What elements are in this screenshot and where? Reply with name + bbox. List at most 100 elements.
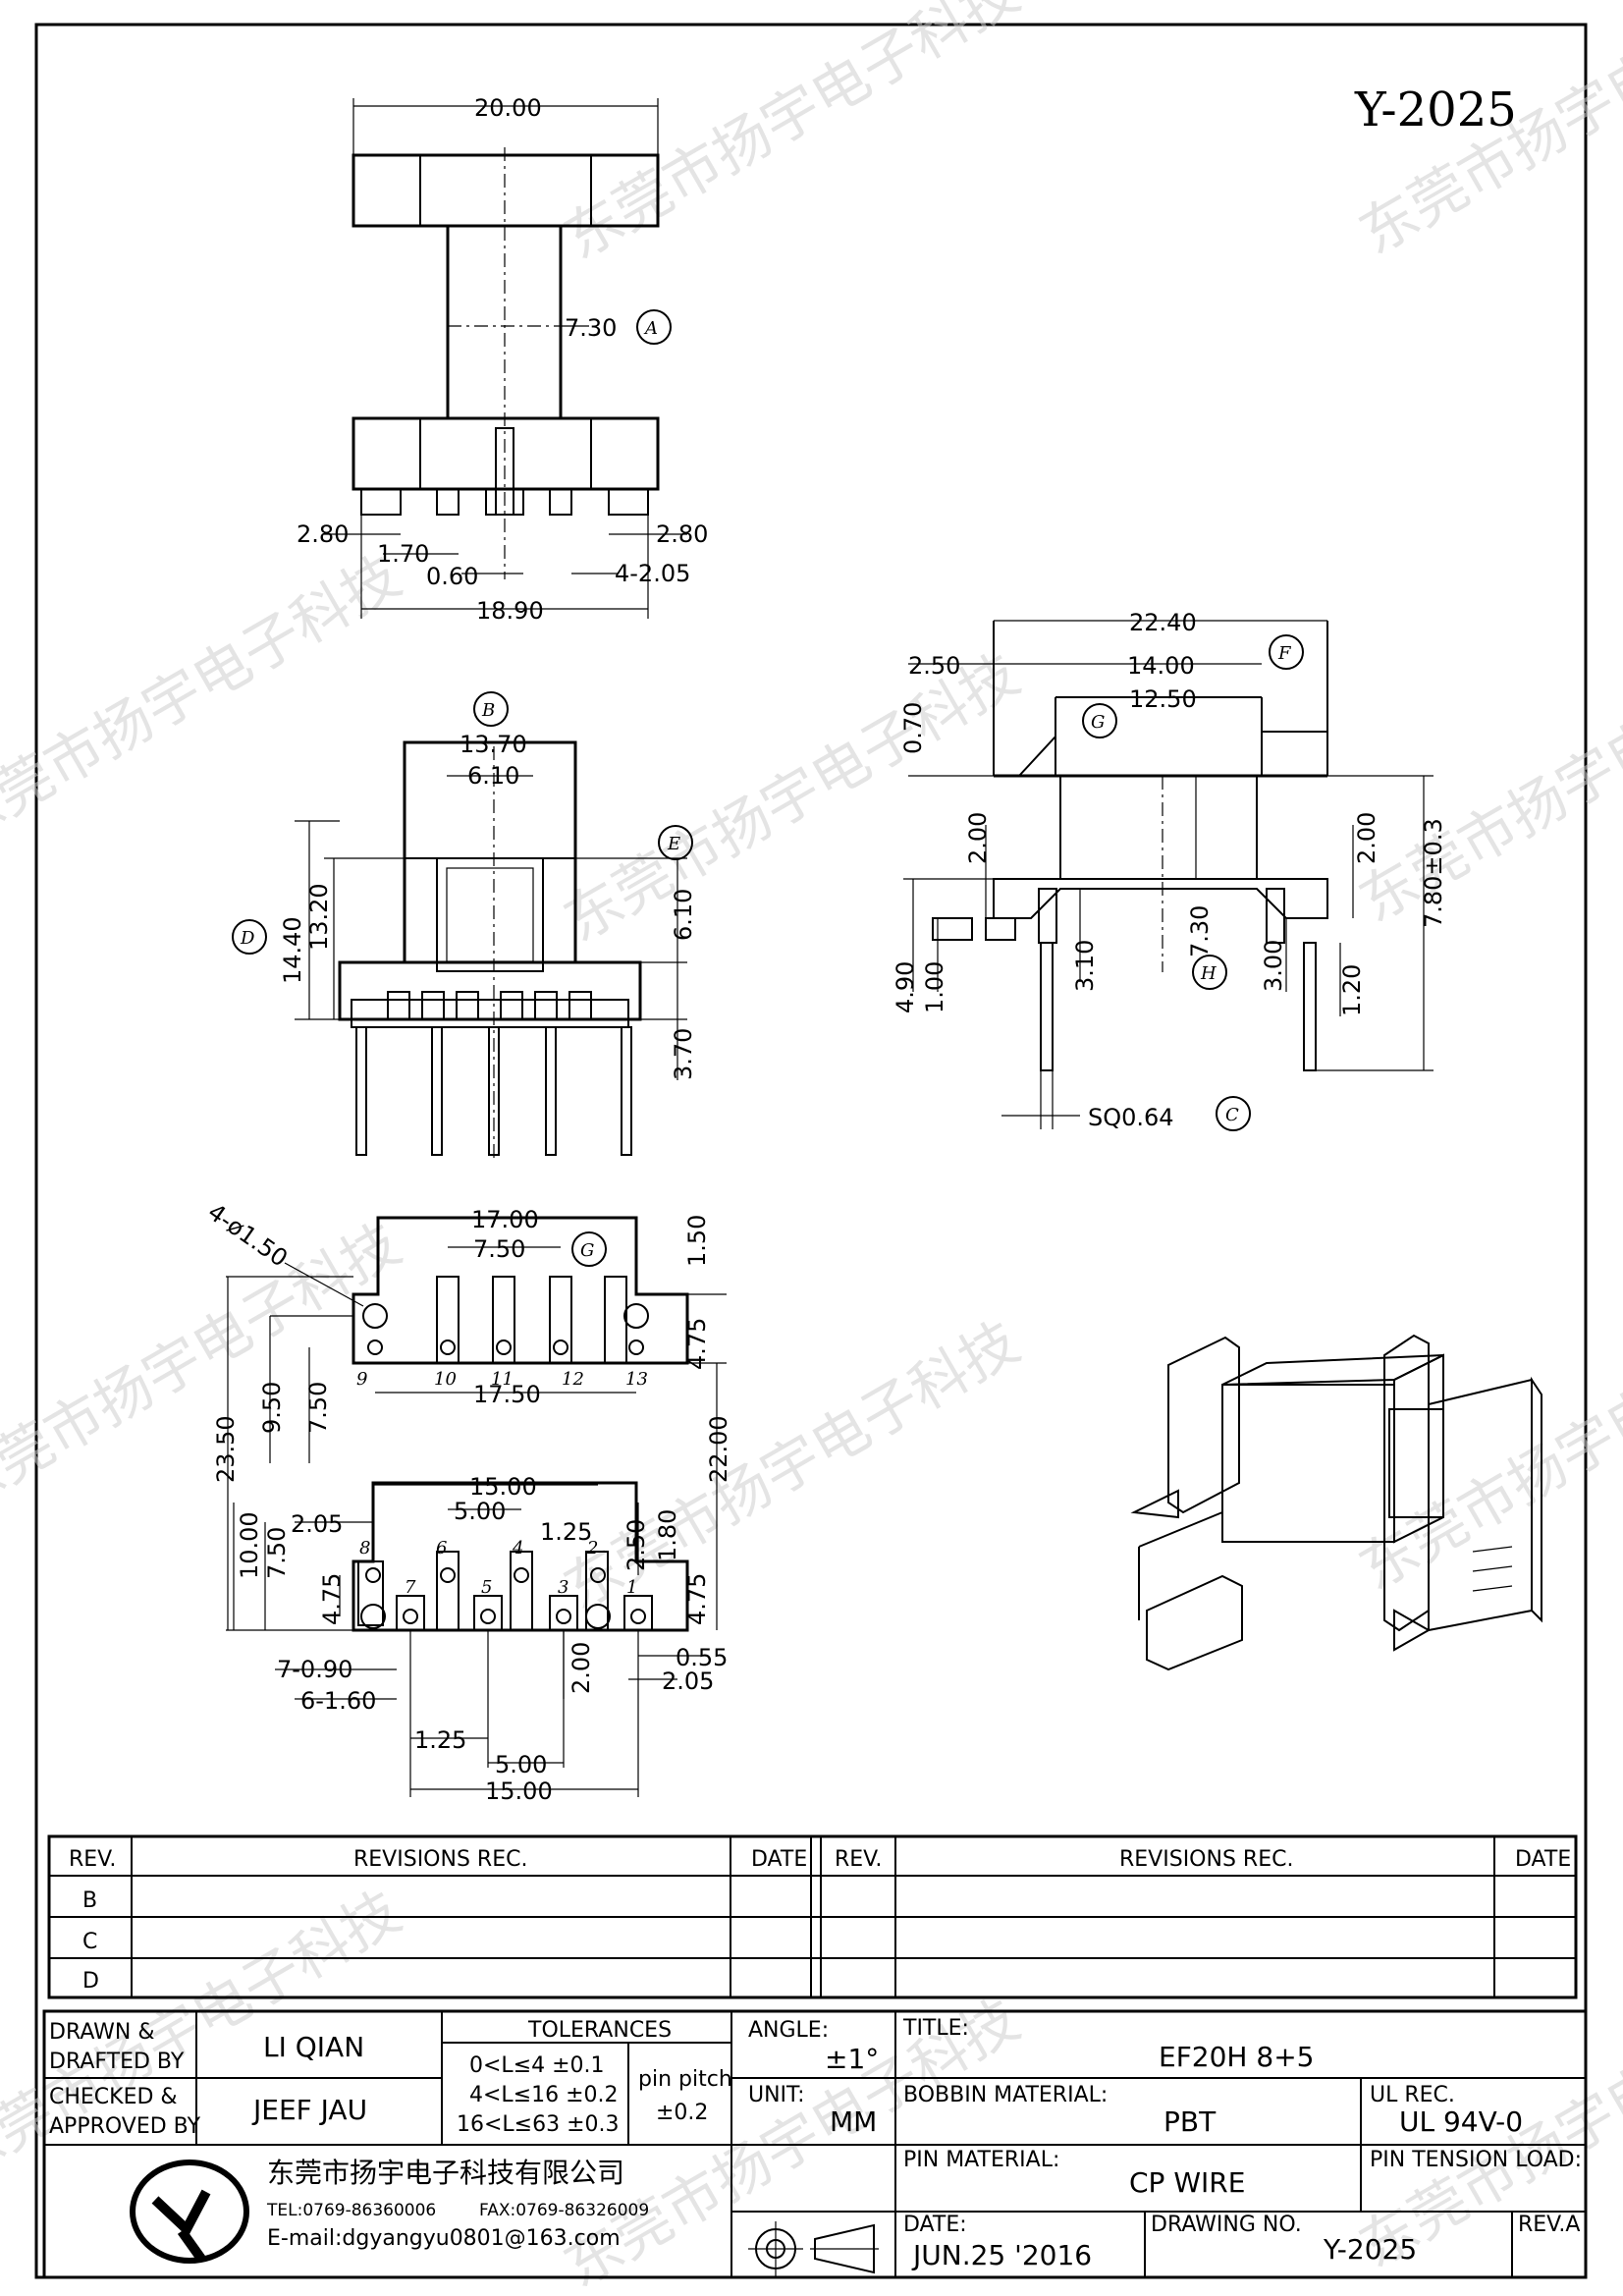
top-view: 20.00 7.30 A 18.90 2.80 2.80 1.70 0.60 4…	[297, 94, 708, 625]
dim-label: 14.00	[1127, 652, 1195, 680]
pin-number: 5	[481, 1577, 492, 1598]
rev-row-label: D	[82, 1969, 99, 1994]
dim-label: 17.00	[471, 1206, 539, 1233]
dim-label: 7.50	[473, 1235, 525, 1263]
title-block: DRAWN & DRAFTED BY LI QIAN CHECKED & APP…	[42, 2009, 1588, 2279]
dim-label: 0.70	[899, 702, 927, 754]
dim-label: 15.00	[469, 1473, 537, 1501]
pin-number: 12	[562, 1369, 584, 1390]
dim-label: 17.50	[473, 1381, 541, 1408]
pin-number: 1	[626, 1577, 637, 1598]
callout-label: G	[580, 1240, 594, 1261]
dim-label: 22.40	[1129, 609, 1197, 636]
side-view: 22.40 F 2.50 14.00 12.50 G 0.70 2.00 2.0…	[892, 609, 1447, 1131]
dim-label: 1.00	[921, 961, 948, 1013]
tolerance-row: 16<L≤63 ±0.3	[457, 2112, 620, 2137]
tolerance-row: 4<L≤16 ±0.2	[469, 2083, 619, 2107]
pin-material-value: CP WIRE	[1129, 2166, 1245, 2199]
dim-label: 2.80	[297, 520, 349, 548]
pin-pitch-label: pin pitch	[638, 2067, 732, 2092]
date-header: DATE	[1515, 1847, 1571, 1872]
revision-table: REV. REVISIONS REC. DATE REV. REVISIONS …	[47, 1834, 1578, 1999]
rev-row-label: B	[82, 1888, 97, 1913]
dim-label: 1.20	[1338, 964, 1366, 1016]
unit-value: MM	[830, 2105, 877, 2138]
callout-label: C	[1225, 1105, 1239, 1125]
callout-label: D	[240, 928, 255, 949]
dim-label: 2.00	[568, 1642, 595, 1694]
callout-label: E	[667, 834, 680, 854]
dim-label: 4-ø1.50	[203, 1198, 293, 1273]
checked-label: CHECKED &	[49, 2085, 178, 2109]
drawing-no-value: Y-2025	[1323, 2233, 1417, 2266]
company-logo	[130, 2159, 249, 2264]
drafted-label: DRAFTED BY	[49, 2050, 185, 2074]
dim-label: 12.50	[1129, 685, 1197, 713]
company-email: E-mail:dgyangyu0801@163.com	[267, 2226, 621, 2251]
front-view: 13.70 B 6.10 14.40 13.20 D 6.10 E 3.70	[232, 691, 697, 1159]
approved-by-value: JEEF JAU	[251, 2094, 367, 2126]
dim-label: 3.00	[1260, 940, 1287, 992]
dim-label: 5.00	[495, 1751, 547, 1778]
callout-label: G	[1091, 712, 1105, 733]
dim-label: 7.80±0.3	[1420, 818, 1447, 928]
dim-label: 4.75	[318, 1573, 346, 1625]
date-header: DATE	[751, 1847, 807, 1872]
dim-label: 6.10	[467, 762, 519, 790]
dim-label: 20.00	[474, 94, 542, 122]
watermark: 东莞市扬宇电子科技	[1348, 621, 1623, 935]
dim-label: 10.00	[236, 1511, 263, 1579]
dim-label: 5.00	[454, 1498, 506, 1525]
pin-number: 11	[491, 1369, 514, 1390]
rev-a-label: REV.A	[1518, 2213, 1580, 2237]
projection-symbol-icon	[748, 2221, 879, 2276]
dim-label: 14.40	[279, 916, 306, 984]
pin-number: 7	[405, 1577, 416, 1598]
watermark: 东莞市扬宇电子科技	[0, 542, 411, 856]
dim-label: 2.50	[622, 1519, 650, 1571]
dim-label: 4.75	[683, 1318, 711, 1370]
watermark: 东莞市扬宇电子科技	[553, 640, 1030, 955]
dim-label: 7.30	[565, 314, 617, 342]
dim-label: 4.90	[892, 961, 919, 1013]
rev-row-label: C	[82, 1930, 97, 1954]
company-tel: TEL:0769-86360006	[266, 2201, 436, 2220]
date-label: DATE:	[903, 2213, 967, 2237]
company-name: 东莞市扬宇电子科技有限公司	[267, 2157, 624, 2189]
pin-number: 9	[356, 1369, 367, 1390]
unit-label: UNIT:	[748, 2083, 804, 2107]
pin-number: 13	[625, 1369, 648, 1390]
pin-tension-label: PIN TENSION LOAD:	[1370, 2148, 1582, 2172]
watermark: 东莞市扬宇电子科技	[0, 1210, 411, 1524]
ul-rec-label: UL REC.	[1370, 2083, 1455, 2107]
tolerance-row: 0<L≤4 ±0.1	[469, 2053, 605, 2078]
drawing-number-heading: Y-2025	[1354, 82, 1517, 137]
angle-value: ±1°	[825, 2043, 879, 2075]
pin-number: 10	[434, 1369, 457, 1390]
dim-label: 3.10	[1071, 940, 1099, 992]
callout-label: H	[1200, 963, 1217, 984]
date-value: JUN.25 '2016	[911, 2239, 1092, 2271]
pin-number: 2	[586, 1538, 598, 1558]
dim-label: 7.30	[1186, 905, 1214, 957]
pin-material-label: PIN MATERIAL:	[903, 2148, 1059, 2172]
dim-label: 1.50	[683, 1215, 711, 1267]
drawn-label: DRAWN &	[49, 2020, 155, 2045]
pin-number: 3	[558, 1577, 568, 1598]
dim-label: 6-1.60	[300, 1687, 376, 1715]
drawing-no-label: DRAWING NO.	[1151, 2213, 1302, 2237]
dim-label: 2.50	[908, 652, 960, 680]
dim-label: 7-0.90	[277, 1656, 352, 1683]
tolerances-label: TOLERANCES	[527, 2018, 672, 2043]
dim-label: 0.55	[676, 1644, 728, 1671]
revisions-rec-header: REVISIONS REC.	[353, 1847, 527, 1872]
dim-label: SQ0.64	[1088, 1104, 1174, 1131]
angle-label: ANGLE:	[748, 2018, 829, 2043]
dim-label: 3.70	[670, 1028, 697, 1080]
dim-label: 1.25	[540, 1518, 592, 1546]
callout-label: A	[643, 318, 658, 339]
callout-label: B	[481, 700, 495, 721]
dim-label: 4-2.05	[615, 560, 690, 587]
dim-label: 13.70	[460, 731, 527, 758]
